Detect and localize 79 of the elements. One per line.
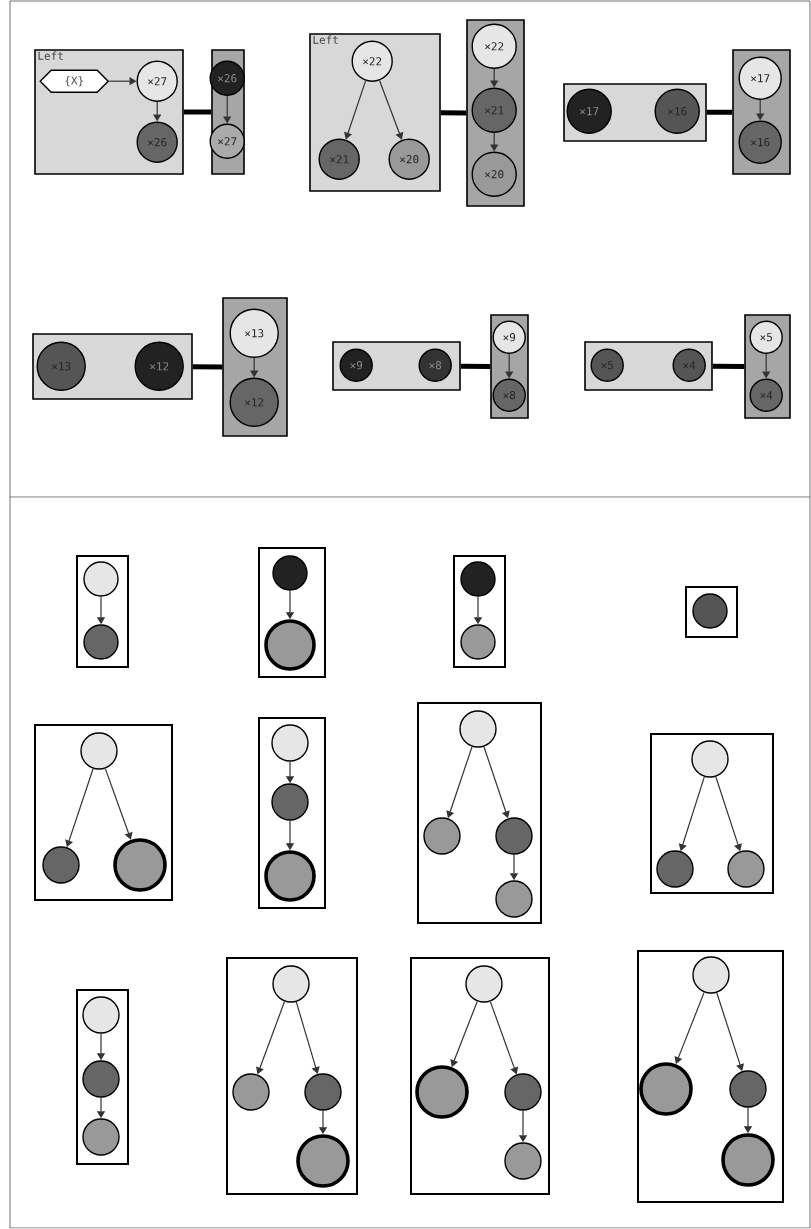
circle-node (232, 1073, 270, 1111)
group-box (417, 702, 542, 924)
group-box (258, 717, 326, 909)
group-box (650, 733, 774, 894)
circle-node (83, 624, 119, 660)
circle-node (460, 624, 496, 660)
arrow (344, 80, 367, 140)
circle-node (296, 1134, 350, 1188)
connector-line (440, 110, 467, 116)
circle-node (727, 850, 765, 888)
circle-node (729, 1070, 767, 1108)
group-box (685, 586, 738, 638)
circle-node: ×26 (136, 121, 178, 163)
circle-node: ×17 (566, 88, 612, 134)
circle-node (113, 838, 167, 892)
circle-node: ×9 (492, 320, 526, 354)
circle-node: ×8 (418, 348, 452, 382)
group-box (637, 950, 784, 1203)
circle-node (272, 555, 308, 591)
arrow (450, 1000, 478, 1067)
group-box (410, 957, 550, 1195)
circle-node (264, 850, 316, 902)
connector-line (460, 363, 491, 369)
circle-node (423, 817, 461, 855)
circle-node: ×21 (471, 87, 517, 133)
arrow (378, 80, 404, 140)
circle-node: ×8 (492, 378, 526, 412)
circle-node (83, 561, 119, 597)
circle-node (272, 965, 310, 1003)
circle-node (460, 561, 496, 597)
group-box (34, 724, 173, 901)
group-box (453, 555, 506, 668)
circle-node: ×13 (229, 308, 279, 358)
circle-node (721, 1133, 775, 1187)
circle-node (495, 817, 533, 855)
circle-node: ×16 (738, 120, 782, 164)
circle-node: ×27 (136, 60, 178, 102)
circle-node: ×17 (738, 56, 782, 100)
circle-node: ×20 (388, 138, 430, 180)
circle-node (264, 619, 316, 671)
circle-node (82, 996, 120, 1034)
circle-node (465, 965, 503, 1003)
group-box (226, 957, 358, 1195)
group-box (76, 989, 129, 1165)
circle-node (415, 1065, 469, 1119)
circle-node (692, 593, 728, 629)
circle-node: ×27 (209, 123, 245, 159)
circle-node: ×9 (339, 348, 373, 382)
circle-node (691, 740, 729, 778)
circle-node: ×5 (749, 320, 783, 354)
circle-node (82, 1060, 120, 1098)
group-box (76, 555, 129, 668)
circle-node: ×22 (351, 40, 393, 82)
circle-node (639, 1062, 693, 1116)
arrow (104, 768, 133, 840)
circle-node: ×4 (749, 378, 783, 412)
circle-node (495, 880, 533, 918)
connector-line (192, 364, 223, 370)
connector-line (712, 363, 745, 369)
circle-node (271, 783, 309, 821)
circle-node (271, 724, 309, 762)
circle-node (82, 1118, 120, 1156)
connector-line (183, 109, 212, 115)
circle-node (80, 732, 118, 770)
circle-node (504, 1073, 542, 1111)
circle-node: ×26 (209, 60, 245, 96)
circle-node: ×22 (471, 23, 517, 69)
circle-node (304, 1073, 342, 1111)
circle-node: ×21 (318, 138, 360, 180)
circle-node: ×12 (134, 341, 184, 391)
connector-line (706, 109, 733, 115)
circle-node (692, 956, 730, 994)
circle-node (656, 850, 694, 888)
circle-node (459, 710, 497, 748)
circle-node (504, 1142, 542, 1180)
circle-node (42, 846, 80, 884)
circle-node: ×20 (471, 151, 517, 197)
group-box (258, 547, 326, 678)
circle-node: ×12 (229, 377, 279, 427)
